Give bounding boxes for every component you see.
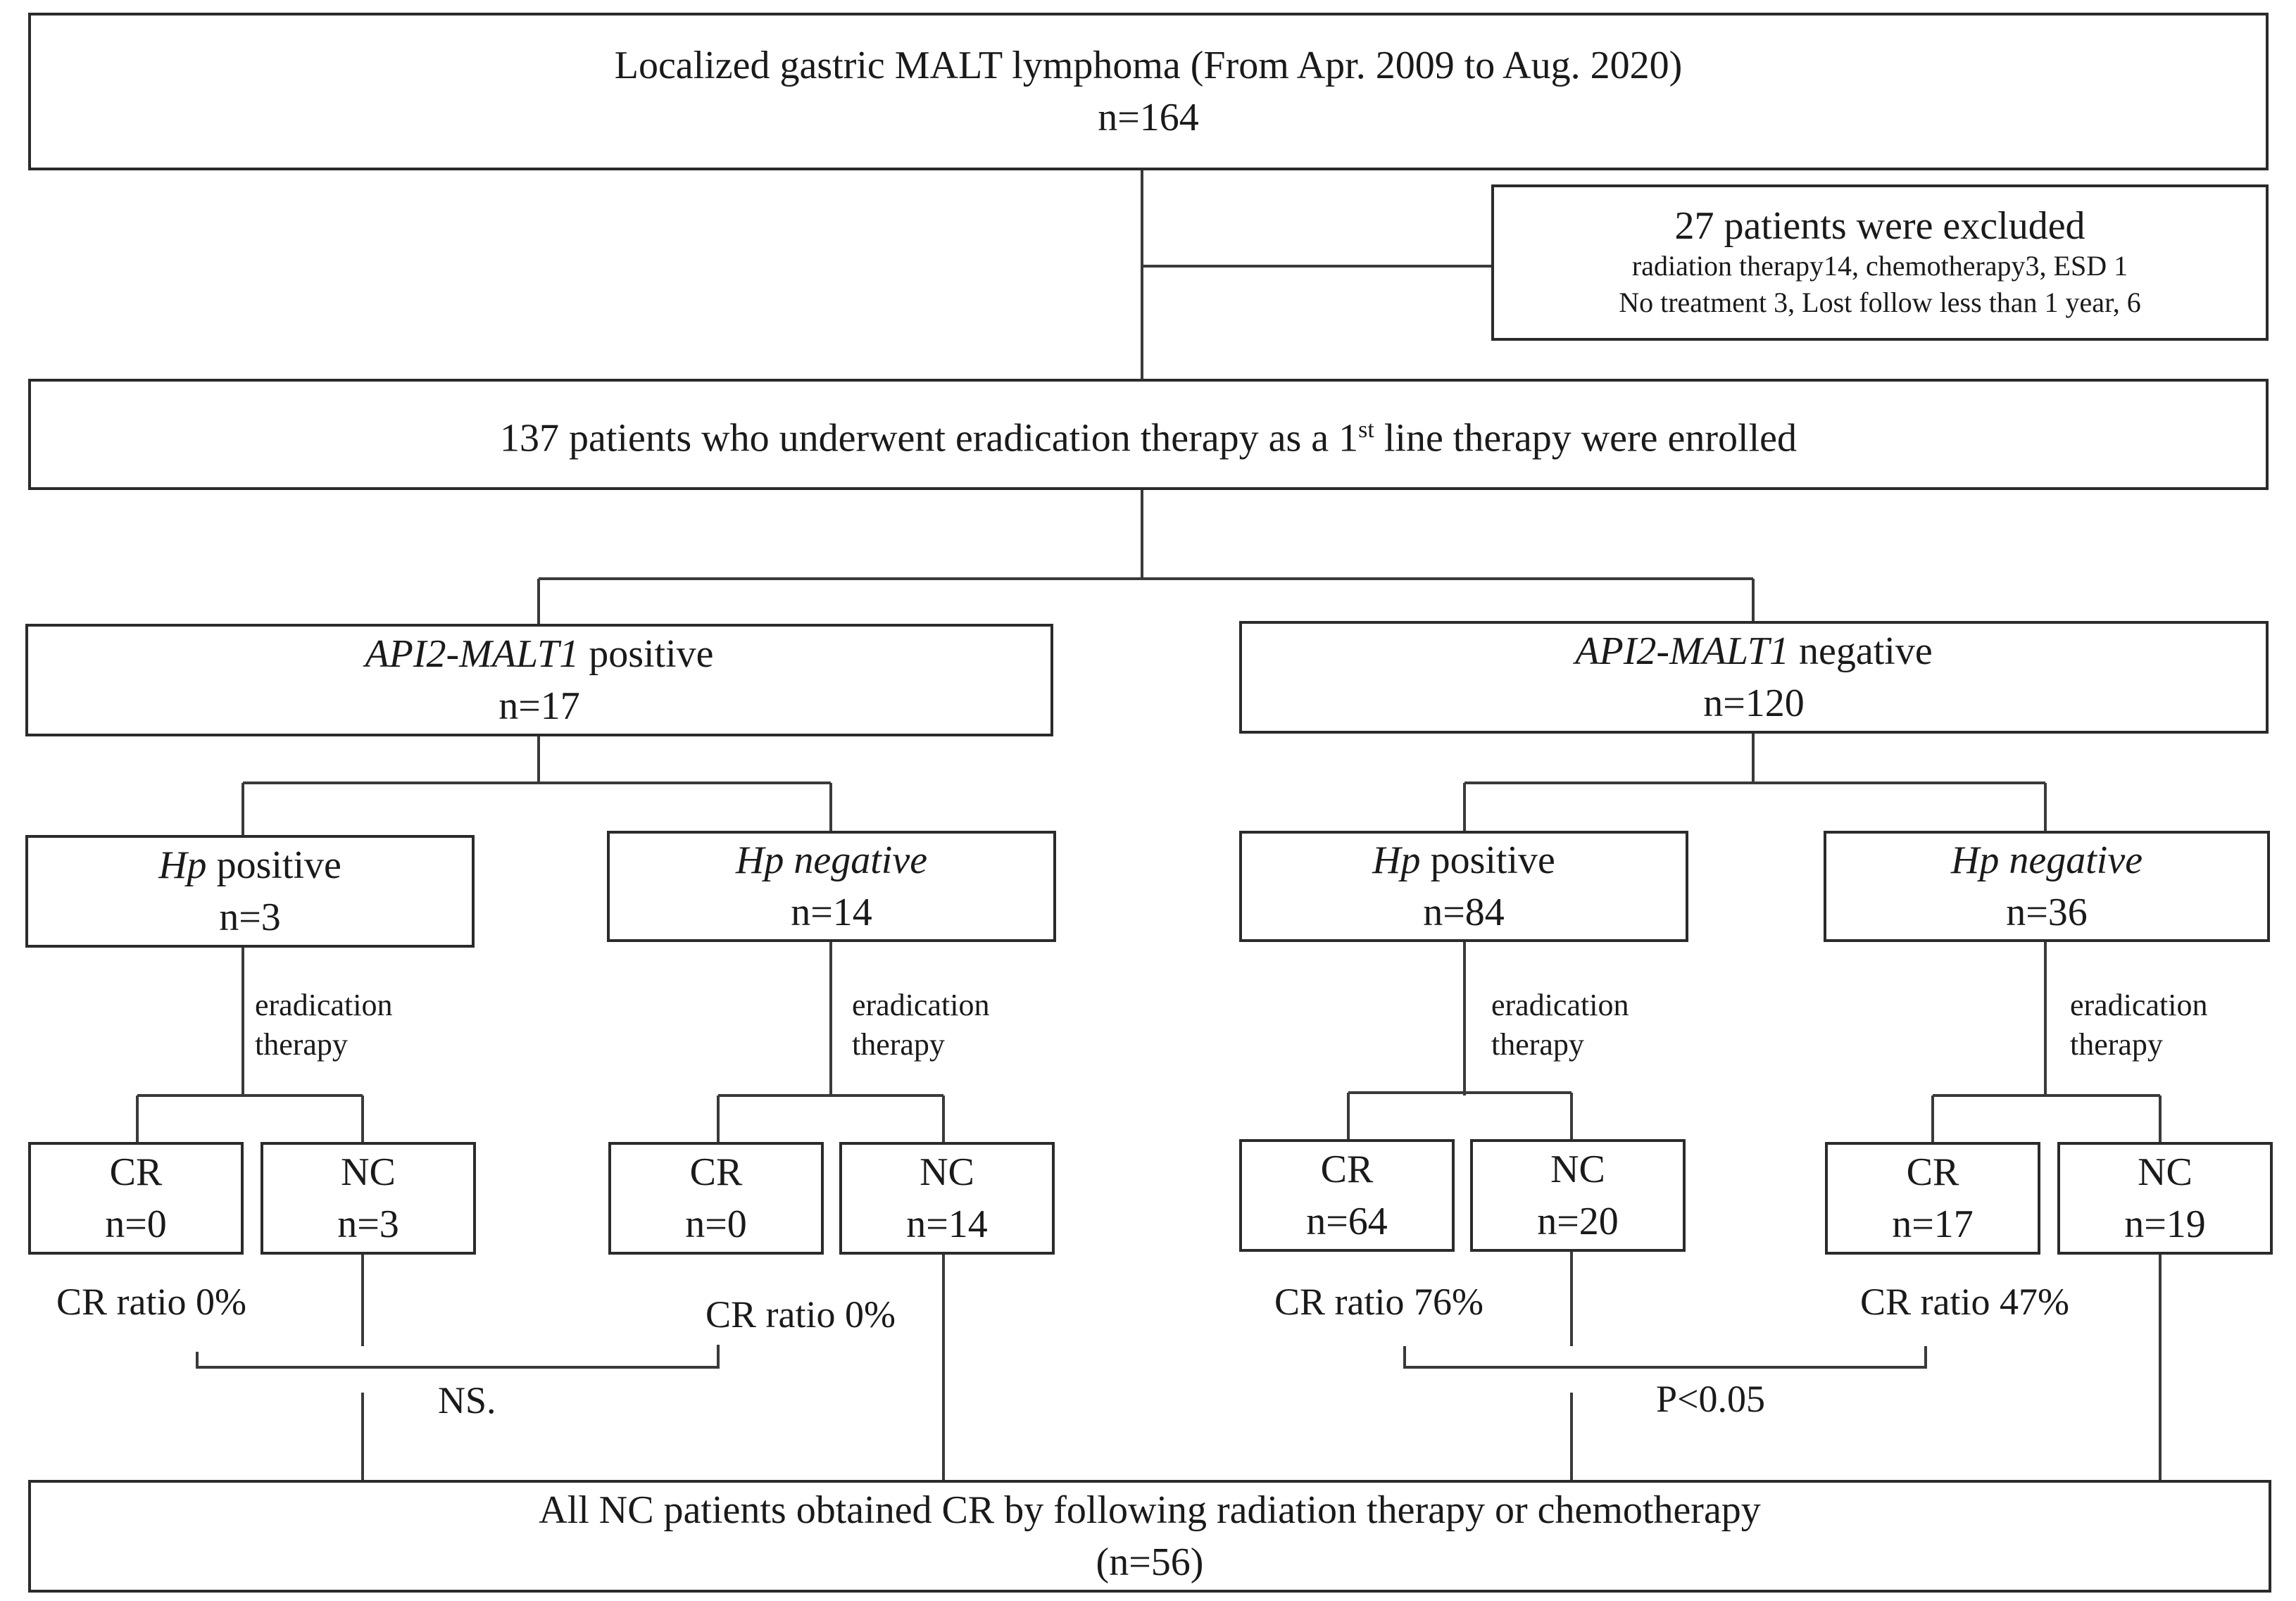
population-title: Localized gastric MALT lymphoma (From Ap… [614,44,1683,87]
comparison-result: NS. [438,1379,496,1421]
hp-group-box: Hp positive n=84 [1239,831,1688,942]
outcome-label: CR [109,1150,163,1194]
api2-negative-status: negative [1789,629,1933,673]
outcome-label: NC [1550,1148,1605,1191]
hp-abbrev: Hp [735,839,784,882]
hp-status: negative [1999,839,2143,882]
api2-negative-box: API2-MALT1 negative n=120 [1239,621,2269,734]
excluded-reasons-2: No treatment 3, Lost follow less than 1 … [1619,287,2141,318]
outcome-box: CR n=64 [1239,1139,1455,1252]
outcome-count: n=19 [2124,1203,2206,1246]
outcome-summary-box: All NC patients obtained CR by following… [28,1480,2271,1593]
hp-group-count: n=14 [791,891,872,934]
therapy-label-line2: therapy [1491,1027,1584,1062]
api2-positive-box: API2-MALT1 positive n=17 [25,624,1053,736]
outcome-box: CR n=0 [608,1142,824,1255]
comparison-result: P<0.05 [1656,1378,1765,1420]
outcome-label: NC [341,1150,396,1194]
enrolled-text-sup: st [1358,417,1374,444]
outcome-box: NC n=14 [839,1142,1055,1255]
outcome-count: n=20 [1537,1200,1619,1243]
api2-negative-gene: API2-MALT1 [1575,629,1790,673]
outcome-count: n=17 [1892,1203,1974,1246]
hp-abbrev: Hp [1950,839,2000,882]
enrolled-box: 137 patients who underwent eradication t… [28,379,2269,490]
excluded-reasons-1: radiation therapy14, chemotherapy3, ESD … [1631,250,2128,282]
outcome-count: n=0 [685,1203,747,1246]
excluded-box: 27 patients were excluded radiation ther… [1491,184,2269,341]
outcome-label: NC [920,1150,974,1194]
api2-positive-label: API2-MALT1 positive [365,628,713,680]
therapy-label: eradication therapy [1491,986,1629,1065]
hp-status: positive [206,843,341,887]
outcome-count: n=14 [906,1203,988,1246]
hp-status: positive [1420,839,1555,882]
outcome-count: n=3 [337,1203,399,1246]
hp-group-count: n=3 [219,896,281,939]
outcome-label: NC [2138,1150,2193,1194]
api2-negative-label: API2-MALT1 negative [1575,625,1932,677]
therapy-label-line2: therapy [255,1027,348,1062]
outcome-label: CR [689,1150,743,1194]
enrolled-text-pre: 137 patients who underwent eradication t… [499,416,1359,460]
population-box: Localized gastric MALT lymphoma (From Ap… [28,13,2269,170]
api2-positive-status: positive [579,632,714,676]
population-count: n=164 [1098,96,1199,139]
hp-group-box: Hp negative n=14 [607,831,1056,942]
excluded-title: 27 patients were excluded [1674,204,2085,248]
cr-ratio: CR ratio 0% [56,1281,246,1323]
outcome-count: n=64 [1306,1200,1388,1243]
hp-group-label: Hp negative [1951,834,2143,886]
outcome-box: CR n=0 [28,1142,244,1255]
outcome-box: CR n=17 [1825,1142,2040,1255]
hp-group-label: Hp positive [158,839,341,891]
hp-group-box: Hp negative n=36 [1824,831,2270,942]
hp-abbrev: Hp [158,843,207,887]
enrolled-text-post: line therapy were enrolled [1374,416,1797,460]
outcome-label: CR [1906,1150,1959,1194]
therapy-label-line1: eradication [255,988,393,1022]
cr-ratio: CR ratio 76% [1274,1281,1483,1323]
outcome-count: n=0 [105,1203,167,1246]
therapy-label: eradication therapy [2070,986,2207,1065]
therapy-label: eradication therapy [255,986,392,1065]
hp-group-count: n=84 [1423,891,1505,934]
hp-abbrev: Hp [1372,839,1421,882]
therapy-label-line1: eradication [1491,988,1629,1022]
api2-negative-count: n=120 [1703,682,1805,725]
api2-positive-gene: API2-MALT1 [365,632,579,676]
api2-positive-count: n=17 [498,684,580,728]
outcome-box: NC n=20 [1470,1139,1686,1252]
therapy-label-line2: therapy [852,1027,945,1062]
cr-ratio: CR ratio 0% [705,1293,896,1336]
cr-ratio: CR ratio 47% [1860,1281,2069,1323]
outcome-summary-text: All NC patients obtained CR by following… [539,1488,1761,1532]
hp-group-box: Hp positive n=3 [25,835,475,948]
therapy-label-line1: eradication [852,988,990,1022]
outcome-box: NC n=19 [2057,1142,2273,1255]
enrolled-text: 137 patients who underwent eradication t… [500,404,1797,465]
hp-group-count: n=36 [2006,891,2088,934]
therapy-label-line2: therapy [2070,1027,2163,1062]
hp-group-label: Hp negative [736,834,927,886]
therapy-label: eradication therapy [852,986,989,1065]
outcome-box: NC n=3 [261,1142,476,1255]
hp-group-label: Hp positive [1372,834,1555,886]
hp-status: negative [784,839,928,882]
therapy-label-line1: eradication [2070,988,2208,1022]
outcome-label: CR [1320,1148,1374,1191]
outcome-summary-count: (n=56) [1096,1540,1204,1584]
